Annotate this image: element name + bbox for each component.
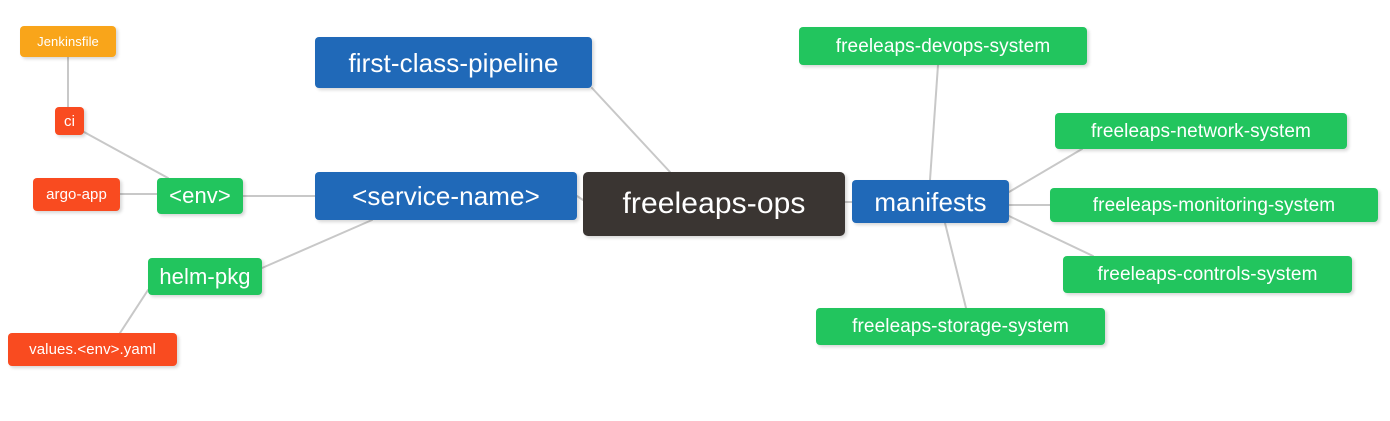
mindmap-node-ci[interactable]: ci [55,107,84,135]
mindmap-node-env[interactable]: <env> [157,178,243,214]
mindmap-node-values[interactable]: values.<env>.yaml [8,333,177,366]
edge-manifests-to-controls [1008,215,1094,257]
mindmap-node-root[interactable]: freeleaps-ops [583,172,845,236]
edge-service-to-helm [261,219,373,269]
edge-manifests-to-network [1008,148,1083,193]
mindmap-node-jenkins[interactable]: Jenkinsfile [20,26,116,57]
mindmap-node-monitoring[interactable]: freeleaps-monitoring-system [1050,188,1378,222]
edge-manifests-to-storage [944,222,967,309]
mindmap-node-service[interactable]: <service-name> [315,172,577,220]
mindmap-node-devops[interactable]: freeleaps-devops-system [799,27,1087,65]
edge-manifests-to-devops [929,64,939,181]
mindmap-node-manifests[interactable]: manifests [852,180,1009,223]
edge-helm-to-values [119,289,149,334]
mindmap-node-storage[interactable]: freeleaps-storage-system [816,308,1105,345]
edge-ci-to-env [83,131,169,179]
mindmap-node-helm[interactable]: helm-pkg [148,258,262,295]
edge-pipeline-to-root [591,87,671,173]
mindmap-node-pipeline[interactable]: first-class-pipeline [315,37,592,88]
mindmap-node-controls[interactable]: freeleaps-controls-system [1063,256,1352,293]
mindmap-node-argo[interactable]: argo-app [33,178,120,211]
mindmap-node-network[interactable]: freeleaps-network-system [1055,113,1347,149]
